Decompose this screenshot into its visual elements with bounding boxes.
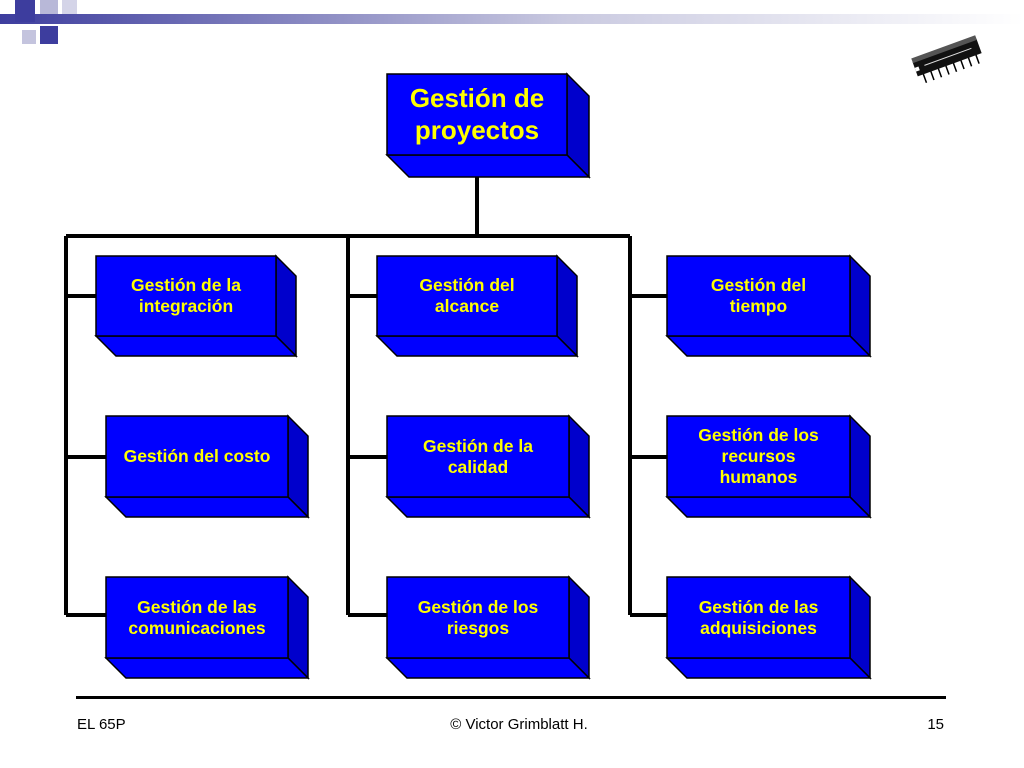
box-time-bottom [665, 335, 872, 357]
box-project-management [385, 72, 591, 179]
header-decoration [0, 0, 1024, 44]
box-procurement-label-line: Gestión de las [698, 596, 819, 617]
box-quality-face [386, 415, 570, 498]
box-integration-face [95, 255, 277, 337]
box-procurement-face [666, 576, 851, 659]
box-risks-label-line: Gestión de los [417, 596, 539, 617]
box-quality-bottom [385, 496, 591, 518]
box-quality-label-line: calidad [447, 456, 509, 477]
box-project-management-bottom [385, 154, 591, 178]
footer-course-code: EL 65P [77, 716, 126, 733]
box-time [665, 254, 872, 358]
box-time-face [666, 255, 851, 337]
box-risks-face [386, 576, 570, 659]
box-project-management-face [386, 73, 568, 156]
box-communications-bottom [104, 657, 310, 679]
box-human-resources-label-line: Gestión de los [698, 425, 819, 445]
box-risks-bottom [385, 657, 591, 679]
box-communications-label-line: Gestión de las [137, 596, 257, 617]
box-quality-label-line: Gestión de la [423, 435, 533, 456]
footer-page-number: 15 [927, 716, 944, 733]
box-risks [385, 575, 591, 680]
box-human-resources-face [666, 415, 851, 498]
footer-divider [76, 696, 946, 699]
footer-copyright: © Victor Grimblatt H. [450, 716, 588, 733]
box-cost-label: Gestión del costo [106, 416, 288, 497]
box-cost-face [105, 415, 289, 498]
box-scope [375, 254, 579, 358]
box-quality [385, 414, 591, 519]
box-time-label-line: Gestión del [710, 275, 807, 295]
box-communications-face [105, 576, 289, 659]
box-cost [104, 414, 310, 519]
box-cost-bottom [104, 496, 310, 518]
box-communications [104, 575, 310, 680]
box-communications-label-line: comunicaciones [128, 617, 266, 638]
box-integration-label-line: integración [138, 296, 234, 316]
box-human-resources-bottom [665, 496, 872, 518]
box-project-management-label-line: proyectos [414, 114, 540, 145]
box-project-management-label-line: Gestión de [409, 83, 545, 114]
box-procurement-label-line: adquisiciones [700, 617, 817, 638]
box-scope-label-line: alcance [434, 296, 500, 316]
box-human-resources [665, 414, 872, 519]
box-scope-bottom [375, 335, 579, 357]
integrated-circuit-chip-icon [911, 35, 982, 83]
connector-lines [64, 155, 667, 617]
box-procurement-bottom [665, 657, 872, 679]
box-cost-label-line: Gestión del costo [123, 446, 271, 466]
box-scope-label-line: Gestión del [419, 275, 515, 295]
box-risks-label-line: riesgos [446, 617, 510, 638]
box-integration [94, 254, 298, 358]
box-integration-bottom [94, 335, 298, 357]
box-procurement [665, 575, 872, 680]
box-time-label-line: tiempo [729, 296, 788, 316]
box-scope-face [376, 255, 558, 337]
box-human-resources-label-line: humanos [719, 467, 798, 487]
box-human-resources-label-line: recursos [721, 446, 796, 466]
box-integration-label-line: Gestión de la [131, 275, 241, 295]
